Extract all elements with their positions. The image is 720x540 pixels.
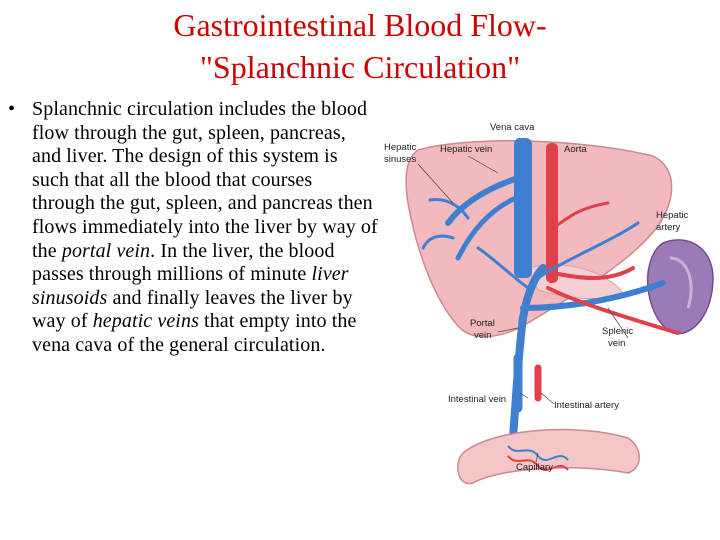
italic-term: liver sinusoids xyxy=(32,263,349,309)
label-hepatic-artery-2: artery xyxy=(656,222,681,233)
leader-lines xyxy=(417,155,629,463)
label-aorta: Aorta xyxy=(564,144,587,155)
aorta xyxy=(546,143,558,283)
hepatic-veins xyxy=(421,175,521,261)
spleen-inner xyxy=(669,256,693,309)
label-portal-vein-2: vein xyxy=(474,330,491,341)
text-segment: . In the liver, the blood passes through… xyxy=(32,239,335,286)
label-vena-cava: Vena cava xyxy=(490,122,535,133)
italic-term: hepatic veins xyxy=(92,310,199,333)
text-segment: that empty into the vena cava of the gen… xyxy=(32,310,357,356)
splanchnic-circulation-diagram: Vena cava Hepatic sinuses Hepatic vein A… xyxy=(384,122,714,485)
label-hepatic-sinuses-2: sinuses xyxy=(384,154,416,165)
text-segment: Splanchnic circulation includes the bloo… xyxy=(32,98,378,262)
label-portal-vein-1: Portal xyxy=(470,318,495,329)
label-splenic-vein-2: vein xyxy=(608,338,625,349)
italic-term: portal vein xyxy=(61,239,151,262)
slide-title: Gastrointestinal Blood Flow- "Splanchnic… xyxy=(0,4,720,88)
capillary-network xyxy=(507,445,569,471)
intestine-segment xyxy=(457,428,640,485)
bullet-text: Splanchnic circulation includes the bloo… xyxy=(32,98,378,358)
bullet-marker: • xyxy=(8,98,16,120)
label-splenic-vein-1: Splenic xyxy=(602,326,633,337)
label-hepatic-artery-1: Hepatic xyxy=(656,210,688,221)
title-line-2: "Splanchnic Circulation" xyxy=(199,49,521,85)
label-hepatic-sinuses-1: Hepatic xyxy=(384,142,416,153)
hepatic-artery xyxy=(546,201,680,335)
label-intestinal-vein: Intestinal vein xyxy=(448,394,506,405)
title-line-1: Gastrointestinal Blood Flow- xyxy=(173,7,547,43)
label-capillary: Capillary xyxy=(516,462,553,473)
text-segment: and finally leaves the liver by way of xyxy=(32,286,353,333)
vena-cava xyxy=(514,138,532,278)
label-hepatic-vein: Hepatic vein xyxy=(440,144,492,155)
label-intestinal-artery: Intestinal artery xyxy=(554,400,619,411)
